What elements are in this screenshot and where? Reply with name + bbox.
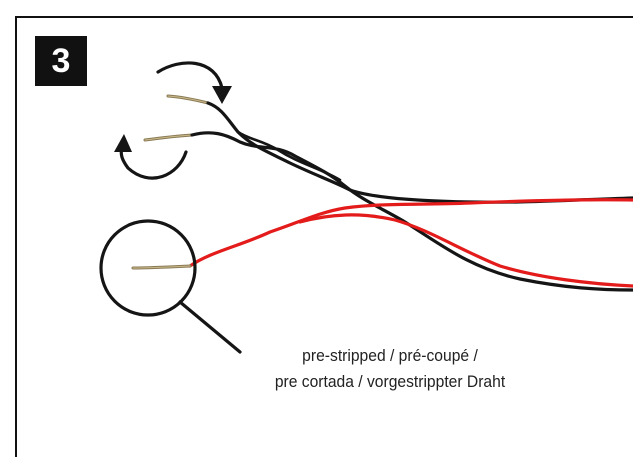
- black-wire-stripped-tips: [143, 94, 210, 142]
- caption-line-1: pre-stripped / pré-coupé /: [302, 346, 478, 365]
- callout-circle: [99, 219, 242, 354]
- curved-arrow-up-icon: [114, 134, 188, 180]
- caption-line-2: pre cortada / vorgestrippter Draht: [274, 372, 506, 391]
- black-wires: [190, 101, 633, 292]
- curved-arrow-down-icon: [156, 61, 232, 104]
- step-number-badge: 3: [35, 36, 87, 86]
- callout-caption: pre-stripped / pré-coupé / pre cortada /…: [206, 343, 574, 395]
- red-wires: [188, 198, 633, 288]
- instruction-panel: [15, 16, 633, 457]
- red-wire-stripped-tip: [131, 264, 192, 270]
